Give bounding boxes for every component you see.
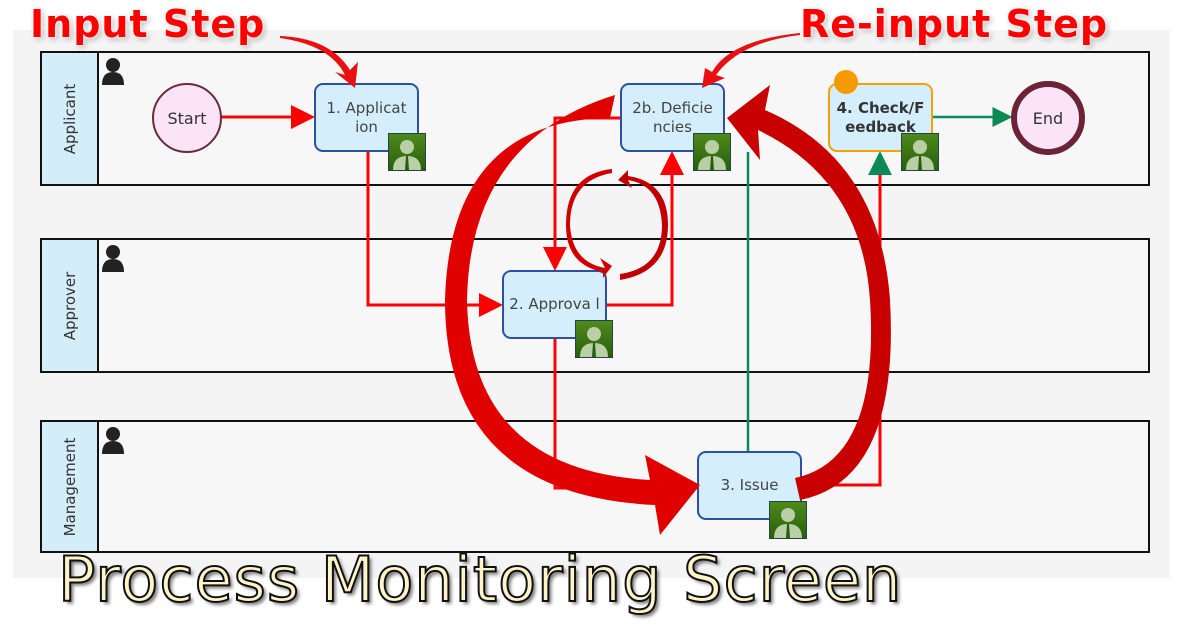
start-label: Start <box>167 108 207 128</box>
user-task-icon <box>769 501 807 539</box>
user-task-icon <box>901 133 939 171</box>
lane-label: Management <box>42 422 99 551</box>
task-label: 2b. Deficie ncies <box>632 98 713 136</box>
end-event[interactable]: End <box>1011 81 1085 155</box>
person-icon <box>102 427 124 454</box>
person-icon <box>102 58 124 85</box>
lane-label: Approver <box>42 240 99 371</box>
task-label: 3. Issue <box>720 476 779 494</box>
task-check-feedback[interactable]: 4. Check/F eedback <box>828 83 933 152</box>
task-label: 4. Check/F eedback <box>836 98 925 136</box>
small-loop-arrow-2 <box>618 170 668 280</box>
reinput-step-callout: Re-input Step <box>800 2 1109 46</box>
input-step-callout: Input Step <box>30 2 266 46</box>
user-task-icon <box>388 133 426 171</box>
user-task-icon <box>693 133 731 171</box>
end-label: End <box>1032 108 1064 128</box>
start-event[interactable]: Start <box>152 83 222 153</box>
reinput-step-arrow <box>702 33 800 88</box>
person-icon <box>102 245 124 272</box>
loop-arrow-to-deficiencies <box>727 85 891 500</box>
small-loop-arrow <box>566 169 612 278</box>
user-task-icon <box>575 320 613 358</box>
flow-approval-deficiencies <box>607 151 684 307</box>
task-application[interactable]: 1. Applicat ion <box>314 83 419 152</box>
task-label: 1. Applicat ion <box>326 98 407 136</box>
input-step-arrow <box>280 36 358 88</box>
current-step-marker-icon <box>834 70 858 94</box>
page-title: Process Monitoring Screen <box>57 542 903 617</box>
task-deficiencies[interactable]: 2b. Deficie ncies <box>620 83 725 152</box>
task-label: 2. Approva l <box>509 295 600 313</box>
loop-arrow-to-issue <box>445 95 700 535</box>
lane-label: Applicant <box>42 53 99 184</box>
